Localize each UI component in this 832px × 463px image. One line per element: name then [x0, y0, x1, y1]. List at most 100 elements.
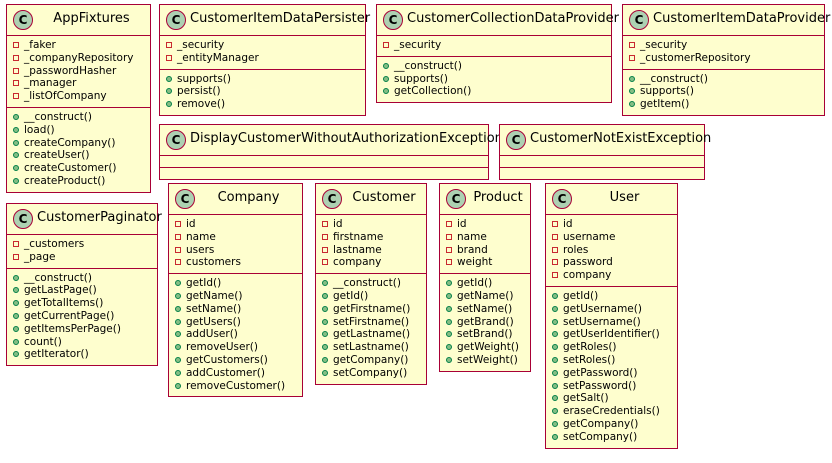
- method-row: getTotalItems(): [7, 297, 157, 310]
- public-visibility-icon: [552, 433, 558, 440]
- field-name: weight: [457, 256, 493, 269]
- field-name: _passwordHasher: [24, 64, 117, 77]
- field-row: users: [169, 244, 302, 257]
- public-visibility-icon: [552, 331, 558, 338]
- public-visibility-icon: [552, 395, 558, 402]
- method-name: getItemsPerPage(): [24, 322, 121, 335]
- private-visibility-icon: [552, 221, 558, 227]
- method-row: setCompany(): [316, 367, 426, 380]
- method-name: createCompany(): [24, 136, 116, 149]
- field-row: id: [440, 218, 530, 231]
- private-visibility-icon: [166, 42, 172, 48]
- method-name: setCompany(): [563, 430, 638, 443]
- method-name: supports(): [394, 72, 448, 85]
- private-visibility-icon: [13, 253, 19, 260]
- public-visibility-icon: [322, 369, 328, 376]
- method-row: getFirstname(): [316, 303, 426, 316]
- public-visibility-icon: [552, 356, 558, 363]
- method-row: __construct(): [316, 277, 426, 290]
- field-name: users: [186, 243, 215, 256]
- method-row: getLastname(): [316, 328, 426, 341]
- public-visibility-icon: [629, 75, 635, 82]
- method-row: getWeight(): [440, 341, 530, 354]
- public-visibility-icon: [446, 331, 452, 338]
- class-stereotype-icon: C: [166, 10, 186, 30]
- field-name: _customerRepository: [640, 51, 751, 64]
- method-name: addUser(): [186, 328, 238, 341]
- public-visibility-icon: [166, 88, 172, 95]
- public-visibility-icon: [13, 139, 19, 146]
- private-visibility-icon: [322, 246, 328, 253]
- method-row: getPassword(): [546, 367, 677, 380]
- public-visibility-icon: [446, 305, 452, 312]
- method-row: setFirstname(): [316, 316, 426, 329]
- field-name: _security: [177, 39, 225, 51]
- method-row: eraseCredentials(): [546, 405, 677, 418]
- method-name: getName(): [186, 289, 243, 302]
- public-visibility-icon: [322, 305, 328, 312]
- method-row: getRoles(): [546, 341, 677, 354]
- method-name: __construct(): [24, 110, 92, 123]
- method-name: getItem(): [640, 98, 690, 111]
- method-row: setRoles(): [546, 354, 677, 367]
- method-name: __construct(): [640, 72, 708, 85]
- field-row: username: [546, 231, 677, 244]
- method-name: setRoles(): [563, 353, 616, 366]
- method-name: setBrand(): [457, 328, 513, 341]
- class-name: CustomerNotExistException: [530, 131, 712, 146]
- method-name: getWeight(): [457, 341, 520, 354]
- method-row: setWeight(): [440, 354, 530, 367]
- method-row: addCustomer(): [169, 367, 302, 380]
- public-visibility-icon: [166, 101, 172, 108]
- method-row: getSalt(): [546, 392, 677, 405]
- method-row: getCurrentPage(): [7, 310, 157, 323]
- method-name: getIterator(): [24, 348, 89, 361]
- method-name: getBrand(): [457, 315, 514, 328]
- private-visibility-icon: [175, 221, 181, 227]
- private-visibility-icon: [13, 54, 19, 61]
- field-name: company: [563, 269, 612, 282]
- private-visibility-icon: [322, 221, 328, 227]
- method-row: createCompany(): [7, 137, 150, 150]
- class-fields-section: _security_customerRepository: [623, 35, 824, 69]
- method-row: getId(): [546, 290, 677, 303]
- private-visibility-icon: [552, 259, 558, 266]
- method-name: getId(): [563, 289, 599, 302]
- method-row: getCompany(): [316, 354, 426, 367]
- class-name: Customer: [352, 190, 416, 205]
- field-row: _customers: [7, 238, 157, 251]
- field-name: id: [186, 218, 196, 230]
- method-name: getId(): [457, 277, 493, 290]
- method-row: __construct(): [623, 73, 824, 86]
- private-visibility-icon: [446, 259, 452, 266]
- method-name: getPassword(): [563, 366, 638, 379]
- field-name: password: [563, 256, 613, 269]
- public-visibility-icon: [175, 356, 181, 363]
- method-name: __construct(): [333, 277, 401, 290]
- public-visibility-icon: [175, 369, 181, 376]
- class-fields-section: _security_entityManager: [160, 35, 365, 69]
- private-visibility-icon: [629, 42, 635, 48]
- private-visibility-icon: [629, 54, 635, 61]
- method-row: remove(): [160, 98, 365, 111]
- private-visibility-icon: [13, 241, 19, 247]
- method-name: eraseCredentials(): [563, 405, 660, 418]
- field-name: brand: [457, 243, 488, 256]
- method-name: __construct(): [394, 59, 462, 72]
- field-name: lastname: [333, 243, 382, 256]
- method-row: getItem(): [623, 98, 824, 111]
- field-name: id: [563, 218, 573, 230]
- field-name: id: [333, 218, 343, 230]
- public-visibility-icon: [175, 344, 181, 351]
- field-row: _listOfCompany: [7, 90, 150, 103]
- field-row: roles: [546, 244, 677, 257]
- public-visibility-icon: [446, 356, 452, 363]
- method-name: remove(): [177, 98, 226, 111]
- method-row: createCustomer(): [7, 162, 150, 175]
- class-stereotype-icon: C: [446, 189, 466, 209]
- public-visibility-icon: [13, 126, 19, 133]
